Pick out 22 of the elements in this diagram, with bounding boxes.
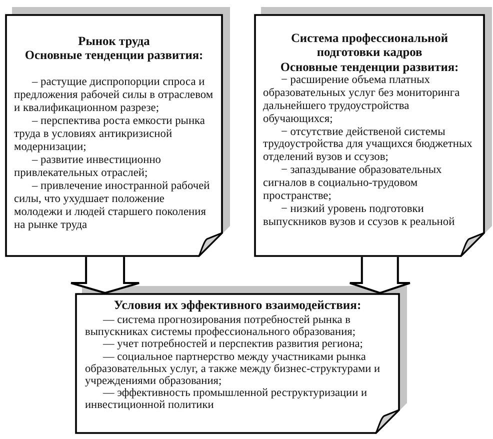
note-card (5, 7, 230, 257)
list-item: – развитие инвестиционно привлекательных отраслей; (14, 154, 162, 180)
card-heading: Рынок труда (77, 34, 151, 48)
list-item: — система прогнозирования потребностей рынка в выпускниках системы профессионального образования; (85, 314, 356, 338)
list-item: – растущие диспропорции спроса и предложения рабочей силы в отраслевом и квалификационном разрезе; (14, 76, 214, 115)
note-card (254, 7, 492, 257)
list-item: – привлечение иностранной рабочей силы, что ухудшает положение молодежи и людей старшего поколения на рынке труда (14, 180, 211, 232)
list-item: — учет потребностей и перспектив развития региона; (102, 338, 364, 351)
block-arrow (348, 256, 411, 294)
list-item: − расширение объема платных образовательных услуг без мониторинга дальнейшего трудоустройства обучающихся; (263, 74, 461, 126)
list-item: − отсутствие действеной системы трудоустройства для учащихся бюджетных отделений вузов и ссузов; (263, 126, 474, 164)
block-arrow (70, 256, 140, 294)
list-item: − низкий уровень подготовки выпускников вузов и ссузов к реальной (263, 202, 456, 229)
card-heading: Система профессиональной подготовки кадров (290, 31, 450, 60)
card-heading: Основные тенденции развития: (24, 48, 204, 63)
list-item: − запаздывание образовательных сигналов в социально-трудовом пространстве; (263, 164, 443, 203)
card-heading: Условия их эффективного взаимодействия: (112, 298, 362, 312)
list-item: — социальное партнерство между участниками рынка образовательных услуг, а также между бизнес-структурами и учреждениями образования; (85, 350, 382, 388)
note-card (75, 286, 407, 434)
card-heading: Основные тенденции развития: (279, 60, 460, 74)
list-item: – перспектива роста емкости рынка труда в условиях антикризисной модернизации; (14, 114, 206, 154)
list-item: — эффективность промышленной реструктуризации и инвестиционной политики (85, 387, 368, 412)
